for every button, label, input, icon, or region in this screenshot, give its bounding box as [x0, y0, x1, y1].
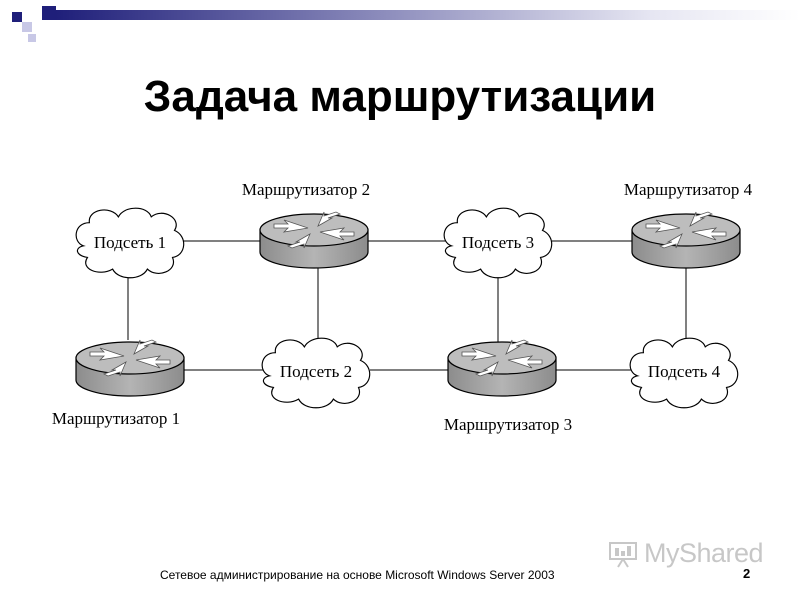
presentation-icon [609, 541, 637, 568]
deco-square-navy [12, 12, 22, 22]
router-icon [259, 211, 369, 269]
deco-square-navy-2 [42, 6, 56, 20]
subnet-3: Подсеть 3 [443, 207, 553, 279]
slide-title: Задача маршрутизации [143, 72, 657, 121]
watermark: MyShared [608, 538, 764, 569]
slide-decoration [0, 0, 800, 48]
deco-square-light-2 [28, 34, 36, 42]
router-2-label: Маршрутизатор 2 [242, 180, 370, 199]
subnet-2-label: Подсеть 2 [280, 362, 352, 381]
deco-square-light [22, 22, 32, 32]
router-3: Маршрутизатор 3 [444, 339, 572, 434]
subnet-3-label: Подсеть 3 [462, 233, 534, 252]
router-1-label: Маршрутизатор 1 [52, 409, 180, 428]
router-1: Маршрутизатор 1 [52, 339, 185, 428]
links [127, 240, 687, 371]
subnet-4-label: Подсеть 4 [648, 362, 721, 381]
subnet-2: Подсеть 2 [261, 337, 371, 409]
router-2: Маршрутизатор 2 [242, 180, 370, 269]
subnet-4: Подсеть 4 [629, 337, 739, 409]
router-3-label: Маршрутизатор 3 [444, 415, 572, 434]
header-gradient-bar [56, 10, 800, 20]
router-icon [631, 211, 741, 269]
subnet-1: Подсеть 1 [75, 207, 185, 279]
footer-text: Сетевое администрирование на основе Micr… [160, 568, 555, 582]
router-4-label: Маршрутизатор 4 [624, 180, 753, 199]
router-icon [447, 339, 557, 397]
router-icon [75, 339, 185, 397]
subnet-1-label: Подсеть 1 [94, 233, 166, 252]
router-4: Маршрутизатор 4 [624, 180, 753, 269]
page-number: 2 [743, 566, 751, 581]
watermark-text: MyShared [644, 538, 764, 568]
